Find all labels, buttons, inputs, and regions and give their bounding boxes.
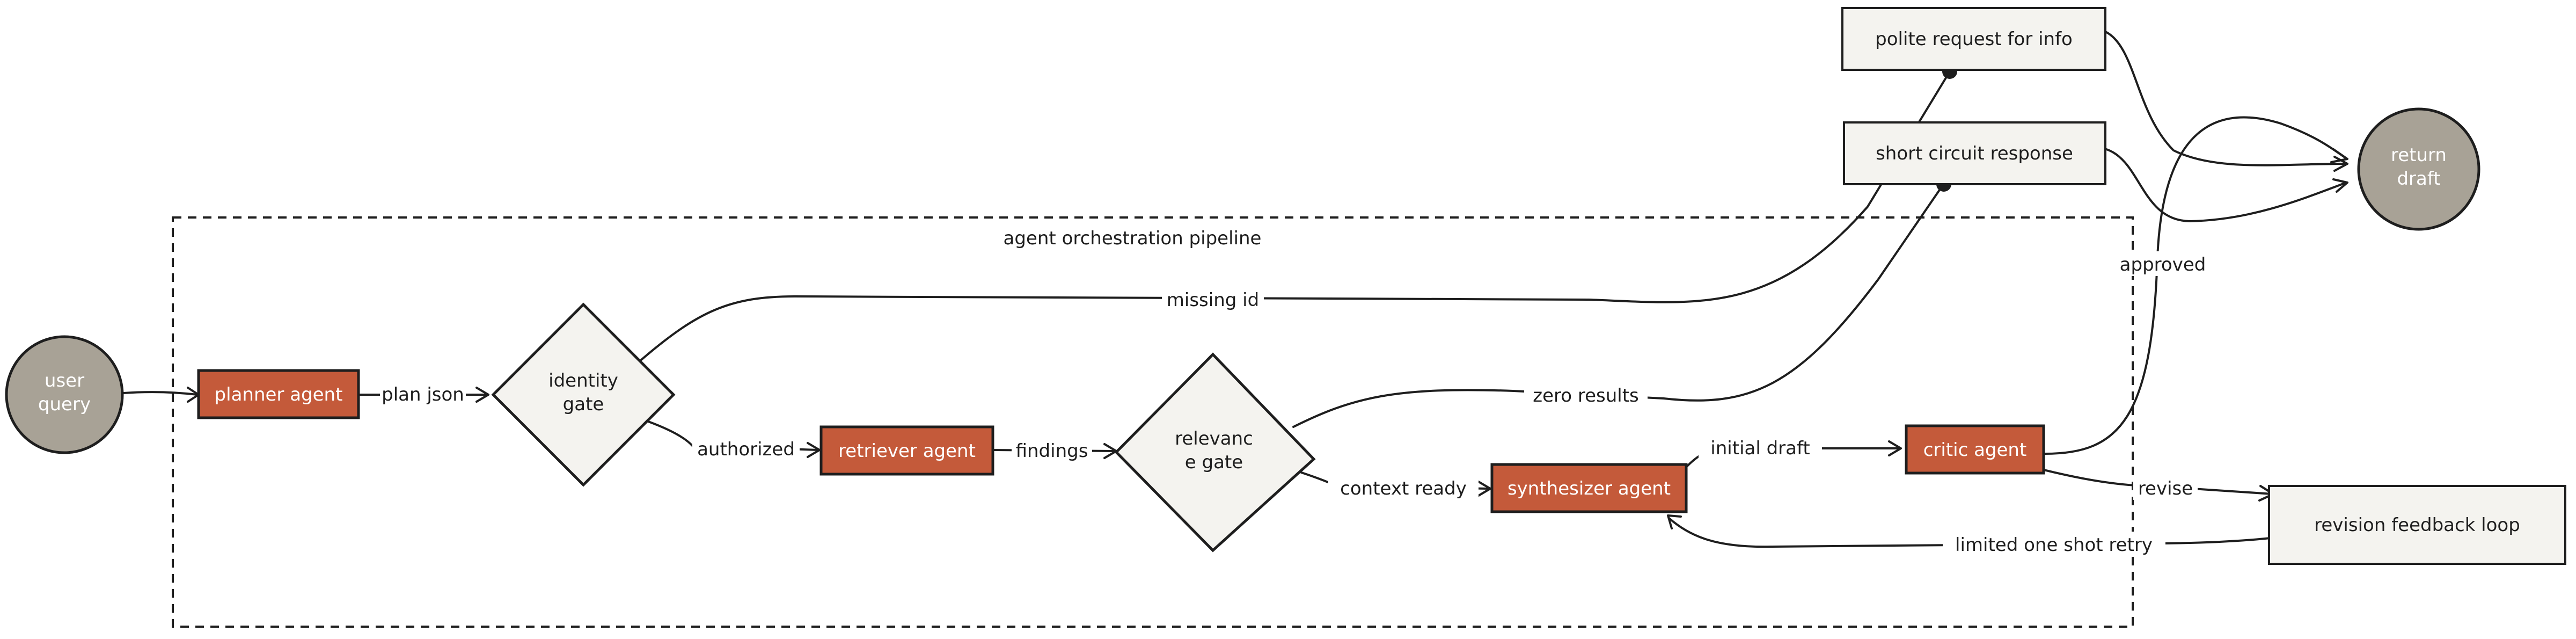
pipeline-group-label: agent orchestration pipeline: [1004, 228, 1262, 249]
svg-text:critic agent: critic agent: [1923, 439, 2027, 461]
edge-synth-to-critic-head: [1888, 440, 1902, 456]
node-short-circuit: short circuit response: [1843, 121, 2106, 185]
svg-text:retriever agent: retriever agent: [838, 440, 976, 462]
svg-text:zero results: zero results: [1533, 385, 1639, 406]
svg-text:synthesizer agent: synthesizer agent: [1507, 478, 1671, 499]
svg-text:revise: revise: [2138, 478, 2193, 499]
svg-text:context ready: context ready: [1340, 478, 1467, 499]
edge-identity-to-polite: [640, 71, 1950, 361]
edge-label-approved: approved: [2117, 251, 2208, 276]
svg-text:initial draft: initial draft: [1710, 438, 1810, 459]
node-user-query-line2: query: [38, 394, 91, 415]
edge-user-to-planner: [122, 391, 199, 396]
svg-text:short circuit response: short circuit response: [1876, 143, 2073, 164]
svg-text:limited one shot retry: limited one shot retry: [1955, 534, 2153, 556]
svg-text:polite request for info: polite request for info: [1875, 28, 2073, 50]
edge-label-context-ready: context ready: [1328, 475, 1479, 500]
node-planner-agent: planner agent: [197, 369, 360, 419]
svg-text:revision feedback loop: revision feedback loop: [2314, 514, 2520, 536]
edge-identity-to-retriever-head: [807, 442, 821, 458]
edge-polite-to-return: [2105, 31, 2347, 166]
node-user-query: user query: [5, 335, 124, 454]
edge-short-to-return-head: [2332, 178, 2348, 193]
edge-label-limited-retry: limited one shot retry: [1943, 532, 2165, 556]
node-retriever-agent: retriever agent: [819, 425, 994, 476]
edge-polite-to-return-head: [2333, 156, 2348, 172]
edge-revision-to-synth-head: [1667, 514, 1682, 529]
node-revision-loop: revision feedback loop: [2268, 485, 2566, 565]
edge-critic-to-return-head: [2330, 148, 2348, 163]
edge-label-plan-json: plan json: [380, 381, 466, 406]
svg-text:planner agent: planner agent: [215, 384, 343, 405]
edge-label-revise: revise: [2133, 475, 2198, 500]
svg-text:authorized: authorized: [697, 439, 795, 460]
edge-label-initial-draft: initial draft: [1699, 435, 1822, 460]
edge-relevance-to-short: [1292, 184, 1944, 428]
svg-text:approved: approved: [2120, 254, 2206, 275]
svg-text:findings: findings: [1016, 440, 1088, 462]
node-critic-agent: critic agent: [1905, 424, 2045, 475]
svg-text:missing id: missing id: [1167, 289, 1259, 311]
edge-label-authorized: authorized: [692, 436, 800, 461]
edge-label-findings: findings: [1012, 438, 1092, 462]
edge-planner-to-identity-head: [475, 387, 489, 403]
node-polite-request: polite request for info: [1841, 7, 2106, 71]
edge-short-to-return: [2105, 148, 2347, 222]
edge-label-zero-results: zero results: [1524, 382, 1648, 407]
node-user-query-line1: user: [45, 370, 84, 391]
edge-relevance-to-synth-head: [1477, 481, 1491, 497]
svg-text:plan json: plan json: [382, 384, 464, 405]
edge-critic-to-return: [2044, 116, 2347, 455]
node-synthesizer-agent: synthesizer agent: [1490, 463, 1688, 513]
edge-label-missing-id: missing id: [1162, 287, 1264, 311]
pipeline-group-frame: [172, 216, 2134, 628]
edge-identity-to-retriever: [647, 420, 819, 451]
